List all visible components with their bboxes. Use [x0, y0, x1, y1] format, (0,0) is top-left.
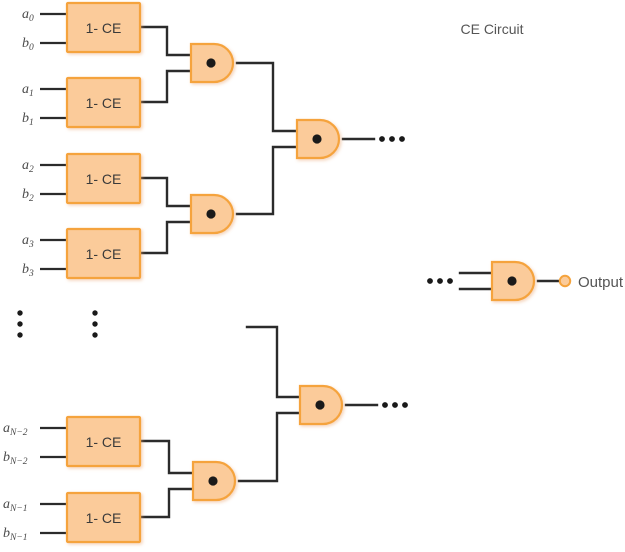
ce-block-0-body: [65, 1, 142, 54]
and-gate-l2-bottom-dot: [315, 400, 325, 410]
input-label-a0: a0: [22, 7, 34, 24]
and-gates: [189, 42, 536, 502]
input-label-a3: a3: [22, 233, 34, 250]
input-label-b1: b1: [22, 111, 34, 128]
ce-block-1-body: [65, 76, 142, 129]
and-gate-l2-bottom[interactable]: [298, 384, 344, 426]
ce-block-n-1-body: [65, 491, 142, 544]
ce-block-1[interactable]: 1- CE: [65, 76, 142, 129]
ce-block-n-1[interactable]: 1- CE: [65, 491, 142, 544]
wire-ceN1-to-and-l1-bottom: [138, 487, 195, 519]
diagram-title: CE Circuit: [460, 21, 523, 37]
wire-ce0-to-and-l1-top: [138, 25, 193, 57]
wire-ceN2-to-and-l1-bottom: [138, 439, 195, 475]
ce-block-n-2-body: [65, 415, 142, 468]
wire-ce1-to-and-l1-top: [138, 69, 193, 104]
level1-wires: [138, 25, 195, 519]
input-label-b-n-2: bN−2: [3, 450, 28, 467]
ce-block-2-body: [65, 152, 142, 205]
output-terminal-icon: [558, 274, 572, 288]
output-terminal-group[interactable]: Output: [558, 274, 624, 291]
and-gate-l1-second[interactable]: [189, 193, 235, 235]
and-gate-l1-bottom-dot: [208, 476, 218, 486]
and-gate-l1-second-dot: [206, 209, 216, 219]
and-gate-l1-bottom[interactable]: [191, 460, 237, 502]
ce-block-2-label: 1- CE: [86, 171, 122, 187]
vertical-ellipsis-dots: [17, 310, 98, 338]
and-gate-output-dot: [507, 276, 517, 286]
ce-block-3-body: [65, 227, 142, 280]
ce-block-3[interactable]: 1- CE: [65, 227, 142, 280]
output-label: Output: [578, 274, 624, 291]
dots-inputs-column: [17, 310, 23, 338]
ce-block-1-label: 1- CE: [86, 95, 122, 111]
ce-block-n-2-label: 1- CE: [86, 434, 122, 450]
and-gate-l1-top-dot: [206, 58, 216, 68]
input-label-a1: a1: [22, 82, 34, 99]
ce-block-0[interactable]: 1- CE: [65, 1, 142, 54]
wire-and-l1-second-to-and-l2-top: [235, 145, 299, 216]
dots-before-output: [427, 278, 453, 284]
input-wires: [40, 12, 67, 535]
dots-after-l2-bottom: [382, 402, 408, 408]
wire-and-l1-top-to-and-l2-top: [235, 61, 299, 133]
ce-block-2[interactable]: 1- CE: [65, 152, 142, 205]
ce-block-n-2[interactable]: 1- CE: [65, 415, 142, 468]
ce-block-n-1-label: 1- CE: [86, 510, 122, 526]
dots-blocks-column: [92, 310, 98, 338]
ce-block-0-label: 1- CE: [86, 20, 122, 36]
input-label-a2: a2: [22, 158, 34, 175]
and-gate-l2-top-dot: [312, 134, 322, 144]
wire-ce2-to-and-l1-second: [138, 176, 193, 208]
output-gate-wires: [458, 271, 563, 291]
input-label-a-n-1: aN−1: [3, 497, 28, 514]
horizontal-ellipsis-dots: [379, 136, 453, 408]
input-label-b0: b0: [22, 36, 34, 53]
and-gate-l1-top[interactable]: [189, 42, 235, 84]
input-label-b-n-1: bN−1: [3, 526, 28, 543]
input-labels: a0 b0 a1 b1 a2 b2 a3 b3 aN−2 bN−2 aN−1 b…: [3, 7, 34, 543]
wire-and-l1-bottom-to-and-l2-bottom: [237, 411, 302, 483]
and-gate-l2-top[interactable]: [295, 118, 341, 160]
input-label-a-n-2: aN−2: [3, 421, 28, 438]
input-label-b2: b2: [22, 187, 34, 204]
input-label-b3: b3: [22, 262, 34, 279]
ce-blocks: 1- CE 1- CE 1- CE 1- CE 1- CE 1- CE: [65, 1, 142, 544]
dots-after-l2-top: [379, 136, 405, 142]
level2-output-wires: [341, 137, 379, 407]
ce-block-3-label: 1- CE: [86, 246, 122, 262]
wire-ce3-to-and-l1-second: [138, 220, 193, 255]
and-gate-output[interactable]: [490, 260, 536, 302]
level2-wires: [235, 61, 302, 483]
wire-trunk-to-and-l2-bottom: [245, 325, 302, 399]
